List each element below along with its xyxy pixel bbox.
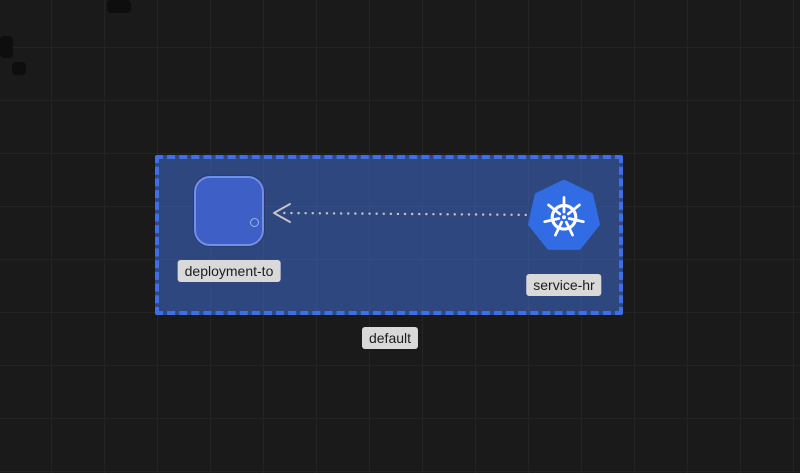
service-node[interactable]: [523, 177, 605, 253]
kubernetes-icon: [528, 179, 600, 250]
service-node-label: service-hr: [526, 274, 602, 296]
deployment-node[interactable]: [194, 176, 264, 246]
canvas-artifact: [12, 62, 26, 75]
kubernetes-helm-wheel: [543, 196, 585, 237]
canvas-artifact: [107, 0, 131, 13]
deployment-node-label: deployment-to: [177, 260, 281, 282]
canvas-artifact: [0, 36, 13, 58]
namespace-label: default: [361, 327, 419, 349]
node-port-handle[interactable]: [250, 218, 259, 227]
